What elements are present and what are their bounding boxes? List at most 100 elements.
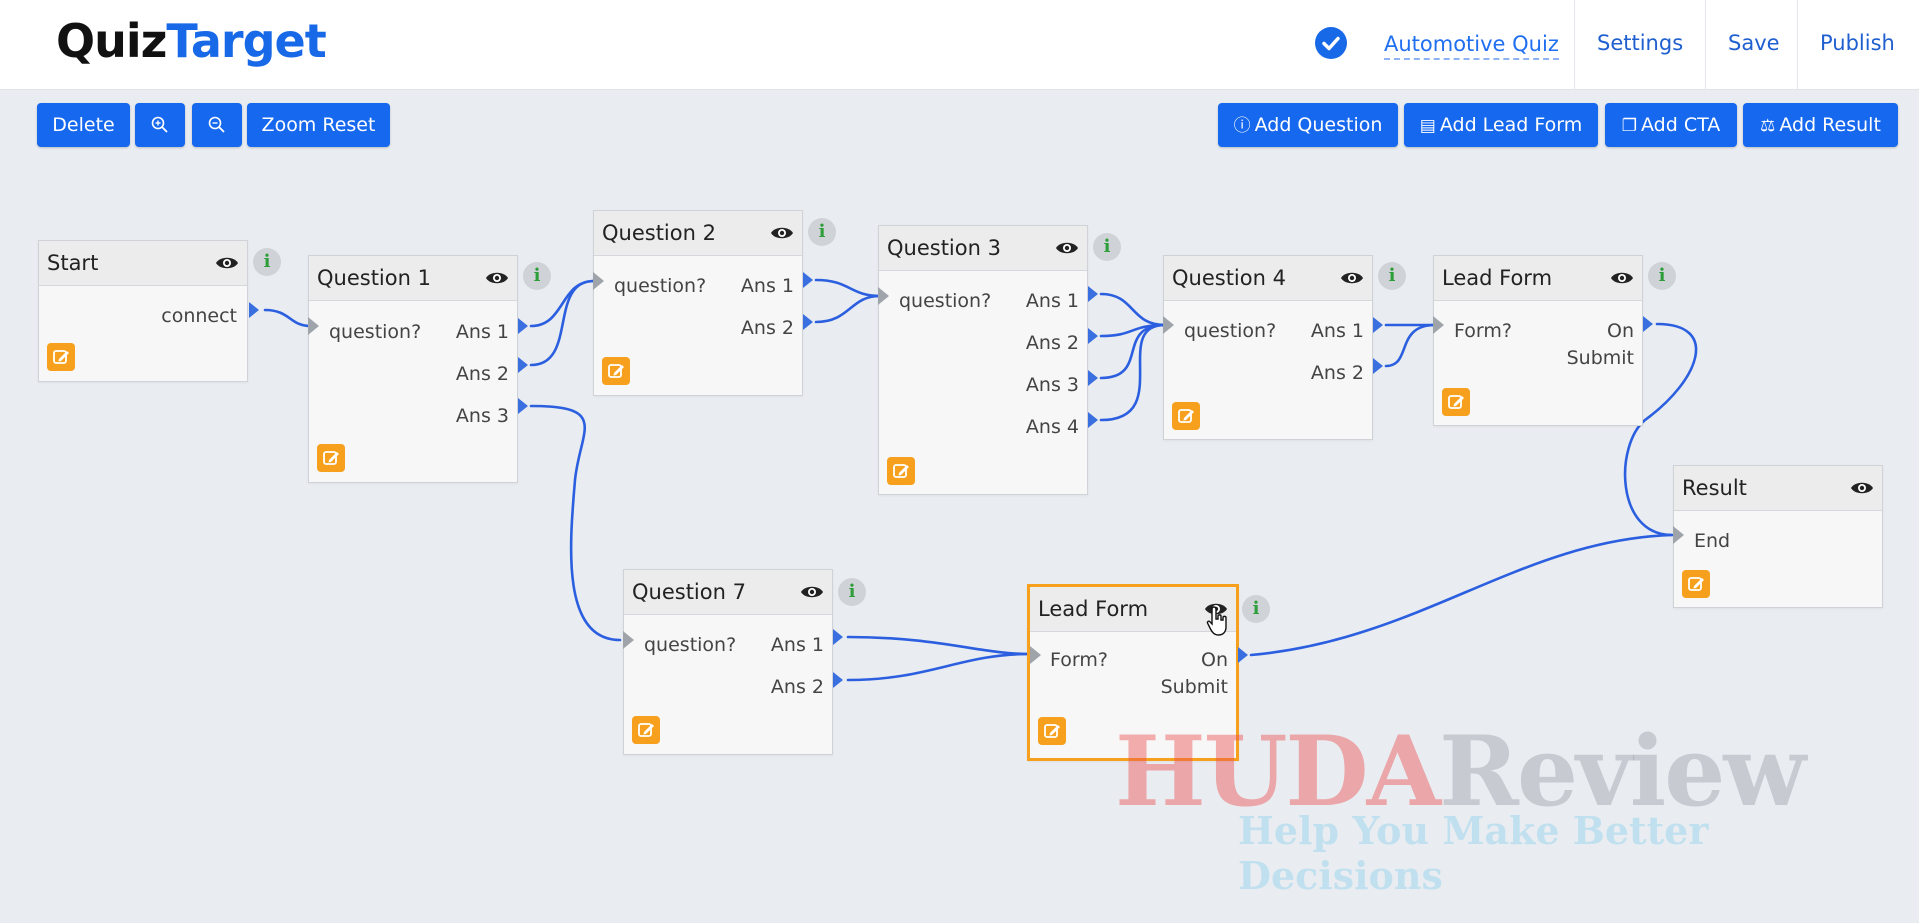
node-start[interactable]: Start connect <box>38 240 248 382</box>
output-port-arrow[interactable] <box>1238 647 1248 663</box>
eye-icon[interactable] <box>215 253 239 273</box>
port-ans-1[interactable]: Ans 1 <box>1310 320 1364 342</box>
output-port-arrow[interactable] <box>803 314 813 330</box>
port-ans-1[interactable]: Ans 1 <box>1025 290 1079 312</box>
add-result-button[interactable]: ⚖Add Result <box>1743 103 1898 147</box>
port-ans-2[interactable]: Ans 2 <box>1025 332 1079 354</box>
port-ans-2[interactable]: Ans 2 <box>740 317 794 339</box>
node-header[interactable]: Question 2 <box>594 211 802 256</box>
output-port-arrow[interactable] <box>1088 328 1098 344</box>
node-header[interactable]: Start <box>39 241 247 286</box>
info-icon[interactable]: i <box>253 248 281 276</box>
edit-icon[interactable] <box>632 716 660 744</box>
port-ans-1[interactable]: Ans 1 <box>740 275 794 297</box>
edit-icon[interactable] <box>887 457 915 485</box>
node-header[interactable]: Result <box>1674 466 1882 511</box>
port-connect[interactable]: connect <box>161 305 237 327</box>
output-port-arrow[interactable] <box>518 318 528 334</box>
port-ans-2[interactable]: Ans 2 <box>1310 362 1364 384</box>
node-header[interactable]: Question 3 <box>879 226 1087 271</box>
port-on-submit[interactable]: On <box>1607 320 1634 342</box>
node-question-7[interactable]: Question 7 question? Ans 1 Ans 2 <box>623 569 833 755</box>
output-port-arrow[interactable] <box>518 357 528 373</box>
node-header[interactable]: Question 4 <box>1164 256 1372 301</box>
node-result[interactable]: Result End <box>1673 465 1883 608</box>
port-ans-2[interactable]: Ans 2 <box>455 363 509 385</box>
output-port-arrow[interactable] <box>518 398 528 414</box>
port-form[interactable]: Form? <box>1454 320 1512 342</box>
node-header[interactable]: Question 7 <box>624 570 832 615</box>
edit-icon[interactable] <box>1682 570 1710 598</box>
settings-link[interactable]: Settings <box>1574 0 1705 89</box>
port-ans-3[interactable]: Ans 3 <box>1025 374 1079 396</box>
info-icon[interactable]: i <box>838 578 866 606</box>
port-on-submit[interactable]: On <box>1201 649 1228 671</box>
eye-icon[interactable] <box>1340 268 1364 288</box>
input-port-arrow[interactable] <box>878 287 889 305</box>
input-port-arrow[interactable] <box>593 272 604 290</box>
zoom-in-button[interactable] <box>135 103 185 147</box>
info-icon[interactable]: i <box>1242 595 1270 623</box>
output-port-arrow[interactable] <box>249 302 259 318</box>
output-port-arrow[interactable] <box>1088 370 1098 386</box>
port-ans-1[interactable]: Ans 1 <box>455 321 509 343</box>
port-ans-4[interactable]: Ans 4 <box>1025 416 1079 438</box>
node-lead-form-2[interactable]: Lead Form Form? On Submit <box>1027 584 1239 761</box>
input-port-arrow[interactable] <box>1433 316 1444 334</box>
eye-icon[interactable] <box>1055 238 1079 258</box>
port-ans-1[interactable]: Ans 1 <box>770 634 824 656</box>
zoom-reset-button[interactable]: Zoom Reset <box>247 103 390 147</box>
node-header[interactable]: Lead Form <box>1434 256 1642 301</box>
port-end[interactable]: End <box>1694 530 1731 552</box>
node-question-4[interactable]: Question 4 question? Ans 1 Ans 2 <box>1163 255 1373 440</box>
port-question[interactable]: question? <box>644 634 737 656</box>
quiz-name-field[interactable]: Automotive Quiz <box>1384 32 1559 60</box>
output-port-arrow[interactable] <box>1088 286 1098 302</box>
edit-icon[interactable] <box>1442 388 1470 416</box>
output-port-arrow[interactable] <box>1643 316 1653 332</box>
info-icon[interactable]: i <box>1093 233 1121 261</box>
node-question-2[interactable]: Question 2 question? Ans 1 Ans 2 <box>593 210 803 396</box>
node-question-3[interactable]: Question 3 question? Ans 1 Ans 2 Ans 3 A… <box>878 225 1088 495</box>
info-icon[interactable]: i <box>1648 262 1676 290</box>
input-port-arrow[interactable] <box>623 631 634 649</box>
node-question-1[interactable]: Question 1 question? Ans 1 Ans 2 Ans 3 <box>308 255 518 483</box>
info-icon[interactable]: i <box>1378 262 1406 290</box>
output-port-arrow[interactable] <box>833 629 843 645</box>
info-icon[interactable]: i <box>808 218 836 246</box>
port-question[interactable]: question? <box>614 275 707 297</box>
node-header[interactable]: Question 1 <box>309 256 517 301</box>
eye-icon[interactable] <box>485 268 509 288</box>
input-port-arrow[interactable] <box>308 317 319 335</box>
port-question[interactable]: question? <box>329 321 422 343</box>
zoom-out-button[interactable] <box>192 103 242 147</box>
node-header[interactable]: Lead Form <box>1030 587 1236 632</box>
eye-icon[interactable] <box>1610 268 1634 288</box>
port-question[interactable]: question? <box>1184 320 1277 342</box>
add-cta-button[interactable]: ❐Add CTA <box>1605 103 1737 147</box>
node-lead-form-1[interactable]: Lead Form Form? On Submit <box>1433 255 1643 426</box>
publish-link[interactable]: Publish <box>1797 0 1917 89</box>
edit-icon[interactable] <box>47 343 75 371</box>
edit-icon[interactable] <box>317 444 345 472</box>
save-link[interactable]: Save <box>1705 0 1802 89</box>
eye-icon[interactable] <box>1850 478 1874 498</box>
port-ans-3[interactable]: Ans 3 <box>455 405 509 427</box>
output-port-arrow[interactable] <box>803 272 813 288</box>
input-port-arrow[interactable] <box>1163 316 1174 334</box>
port-question[interactable]: question? <box>899 290 992 312</box>
eye-icon[interactable] <box>800 582 824 602</box>
edit-icon[interactable] <box>602 357 630 385</box>
edit-icon[interactable] <box>1172 402 1200 430</box>
input-port-arrow[interactable] <box>1673 526 1684 544</box>
output-port-arrow[interactable] <box>1373 358 1383 374</box>
add-lead-form-button[interactable]: ▤Add Lead Form <box>1404 103 1598 147</box>
info-icon[interactable]: i <box>523 262 551 290</box>
input-port-arrow[interactable] <box>1030 646 1041 664</box>
output-port-arrow[interactable] <box>1088 412 1098 428</box>
port-form[interactable]: Form? <box>1050 649 1108 671</box>
edit-icon[interactable] <box>1038 717 1066 745</box>
output-port-arrow[interactable] <box>1373 317 1383 333</box>
output-port-arrow[interactable] <box>833 672 843 688</box>
